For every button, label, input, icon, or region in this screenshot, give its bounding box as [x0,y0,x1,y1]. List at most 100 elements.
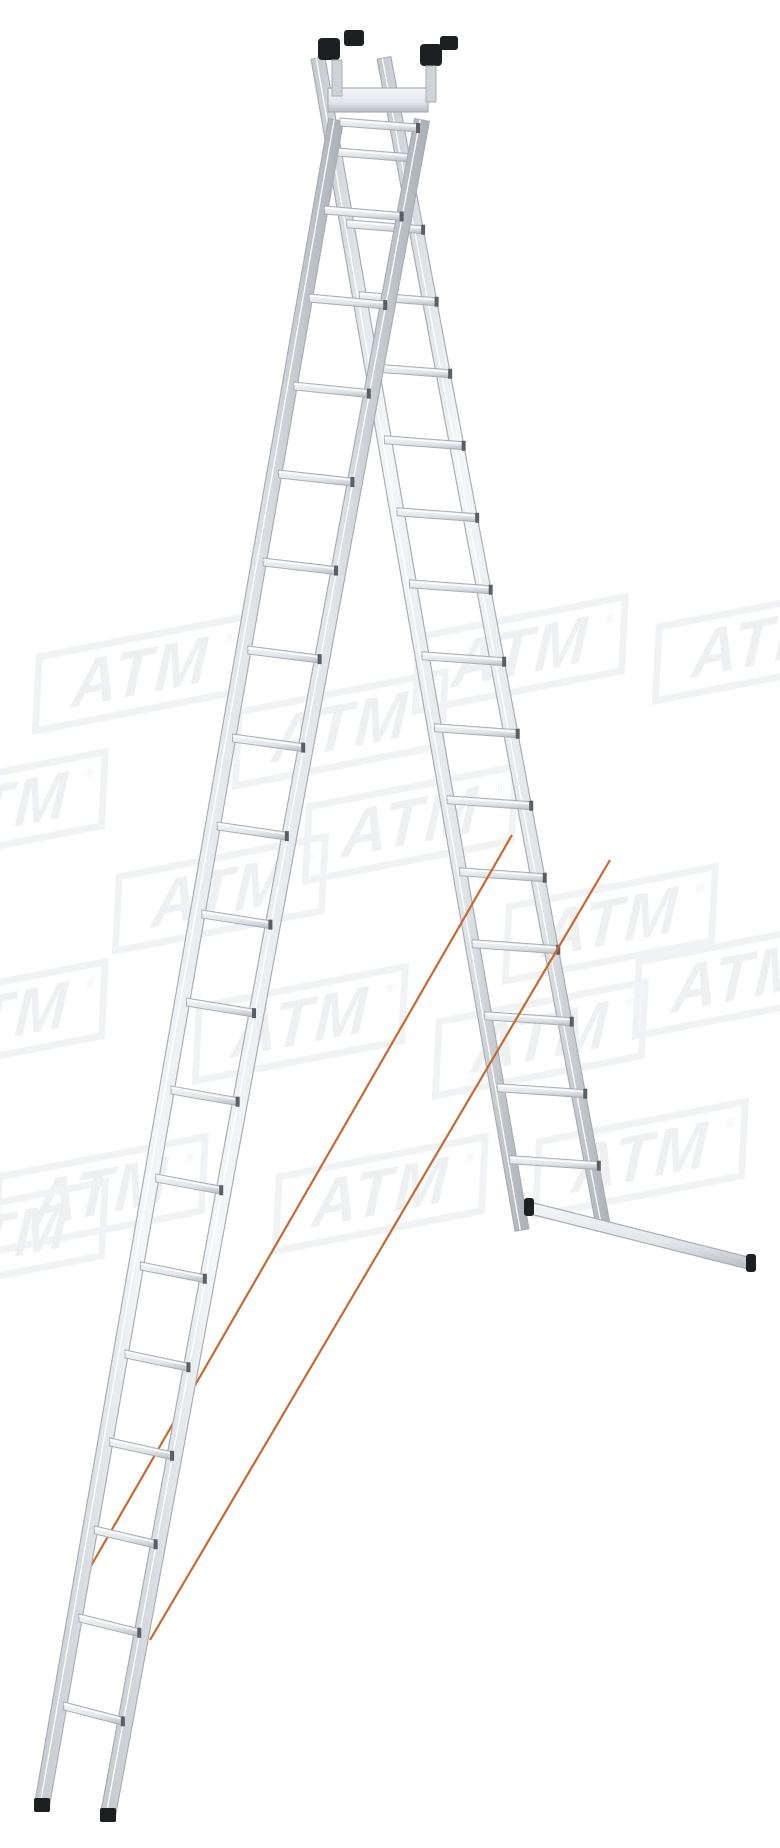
rung-highlight [384,437,464,445]
watermark-registered: ® [225,630,234,646]
atm-watermark: ATM® [0,1177,109,1301]
watermark-registered: ® [725,1115,734,1131]
stabiliser-body [529,1201,753,1271]
ladder-rung [170,1085,240,1107]
rung-highlight [201,911,271,924]
ladder-rung [278,469,355,488]
ladder-rung [383,435,466,451]
watermark-text: ATM [448,601,591,702]
ladder-rung [124,1349,191,1373]
rung-body [170,1085,239,1107]
ladder-rung [396,507,480,523]
watermark-registered: ® [625,995,634,1011]
top-hinge [318,30,458,113]
rung-highlight [140,1263,205,1278]
ladder-rung [446,795,534,811]
rung-highlight [434,725,518,733]
rung-highlight [334,149,410,157]
rear-right-rail-highlight [381,58,603,1231]
safety-rope [149,859,611,1641]
ladder-rung [459,867,547,883]
atm-watermark: ATM® [651,582,780,706]
rung-highlight [171,1087,238,1101]
watermark-frame [651,582,780,706]
rung-highlight [247,647,320,658]
rung-rivet [334,565,339,576]
ladder-rung [63,1701,125,1727]
rung-rivet [383,300,388,311]
rung-highlight [421,653,505,661]
safety-ropes [79,834,611,1641]
atm-watermark: ATM ® [31,612,249,736]
rung-rivet [137,1627,142,1638]
rung-rivet [350,477,355,488]
rung-highlight [339,119,419,127]
rung-highlight [472,941,559,949]
rung-rivet [434,296,439,307]
foot-cap-right [100,1808,116,1822]
front-left-rail [33,118,345,1807]
atm-watermark: ATM® [301,762,519,886]
ladder-rung [201,909,273,930]
front-section [33,117,431,1822]
rung-highlight [359,293,437,301]
watermark-frame [631,917,780,1041]
watermark-registered: ® [85,765,94,781]
watermark-frame [0,1132,209,1256]
rung-body [247,645,321,664]
ladder-rung [155,1173,224,1196]
rung-highlight [309,295,386,304]
rung-rivet [416,123,420,133]
rung-body [278,469,353,487]
hinge-plate [327,87,429,113]
rung-highlight [94,1527,156,1543]
rung-rivet [219,1185,224,1196]
rung-rivet [366,388,371,399]
rung-highlight [396,509,478,517]
rung-highlight [78,1615,140,1632]
ladder-rung [232,733,306,753]
watermark-frame [111,832,329,956]
rung-rivet [448,368,453,379]
ladder-rung [496,1083,588,1099]
rung-rivet [502,656,507,667]
rung-rivet [153,1539,158,1550]
stabiliser-bar [524,1198,756,1272]
ladder-rung [484,1011,574,1027]
rung-body [78,1613,140,1638]
ladder-rung [434,723,520,739]
watermark-registered: ® [85,975,94,991]
rung-highlight [124,1351,189,1366]
watermark-frame [0,957,109,1081]
rung-rivet [301,742,306,753]
hinge-post [425,65,437,103]
watermark-registered: ® [185,1150,194,1166]
front-right-rail-highlight [105,119,421,1815]
top-cap [318,38,340,60]
top-cap [420,44,442,66]
ladder-rung [308,293,388,311]
rung-highlight [263,559,337,570]
top-cap [440,36,458,50]
front-right-rail [99,117,431,1818]
ladder-rung [185,997,257,1019]
foot-cap-left [34,1798,50,1812]
ladder-rung [216,821,289,842]
rung-rivet [569,1016,574,1027]
rung-highlight [324,207,402,216]
ladder-rung [509,1155,601,1171]
rung-rivet [186,1362,191,1373]
atm-watermark: ATM® [431,977,649,1101]
watermark-text: ATM [68,621,211,722]
safety-rope [79,834,513,1586]
atm-watermark: ATM® [531,1097,749,1221]
atm-watermark: ATM® [191,962,409,1086]
rung-highlight [409,581,491,589]
rung-rivet [399,211,404,222]
rung-rivet [284,831,289,842]
rung-rivet [120,1716,125,1727]
ladder-rung [78,1613,142,1638]
hinge-post [331,59,343,97]
watermark-layer: ATM®ATM®ATM®ATM®ATM®ATM®ATM®ATM®ATM®ATM®… [0,582,780,1301]
top-cap [344,30,364,46]
